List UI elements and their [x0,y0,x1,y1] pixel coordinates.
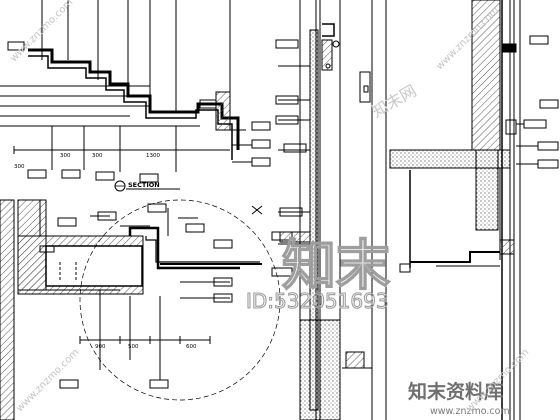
dim-bottom-2: 500 [128,344,139,350]
vertical-wall-detail [271,0,387,420]
watermark-diag-2: www.znzmo.com [14,347,81,414]
dim-label-1: 300 [14,164,25,170]
cut-symbol [251,205,263,215]
dim-bottom-1: 900 [95,344,106,350]
wall-column-detail [0,199,262,420]
watermark-brand-cn: 知末资料库 [408,380,503,403]
watermark-id: ID:532051693 [246,289,389,313]
dim-bottom-3: 600 [186,344,197,350]
watermark-url: www.znzmo.com [430,406,510,417]
detail-callout-circle [79,199,281,401]
dim-label-3: 300 [92,153,103,159]
ceiling-step-detail [0,0,271,183]
dim-label-4: 1300 [146,153,160,159]
right-slab-detail [389,0,559,420]
dim-label-2: 300 [60,153,71,159]
watermark-logo: 知末 [282,234,390,297]
watermark-corner-cn: 知末网 [369,81,420,121]
section-title: SECTION [128,181,160,189]
section-marker [114,180,180,192]
